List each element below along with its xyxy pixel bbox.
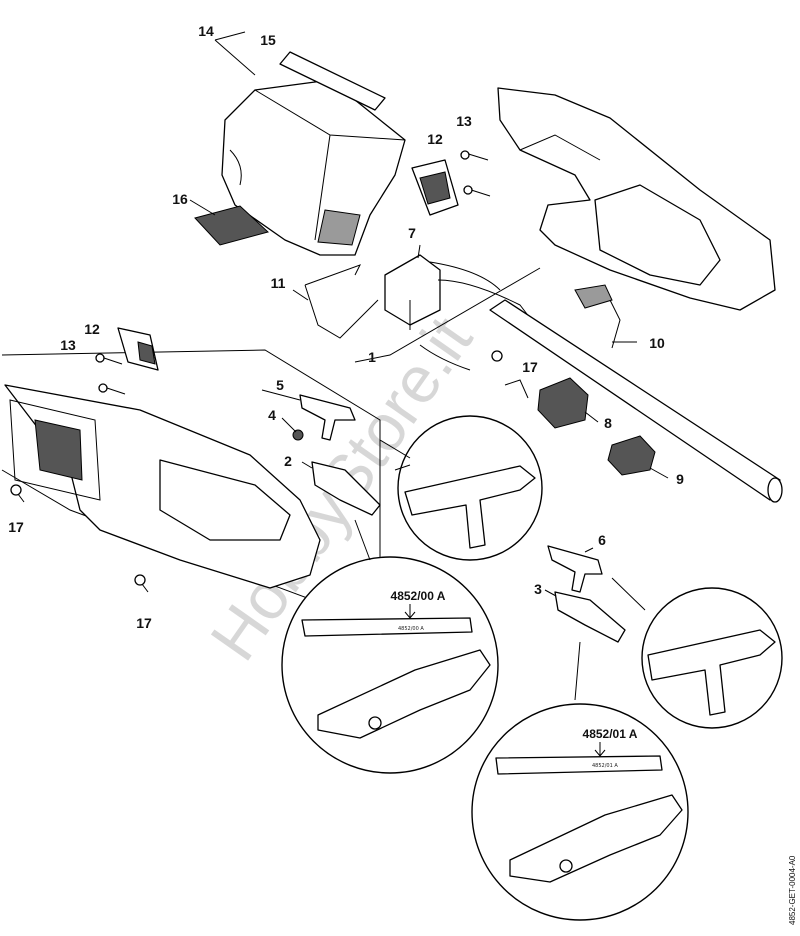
- springs-part-13-top: [460, 150, 491, 197]
- callout-17-bottom: 17: [136, 615, 152, 631]
- switch-part-9: [607, 435, 656, 476]
- callout-3: 3: [534, 581, 542, 597]
- callout-1: 1: [368, 349, 376, 365]
- callout-13-left: 13: [60, 337, 76, 353]
- callout-7: 7: [408, 225, 416, 241]
- switch-part-12-top: [411, 159, 459, 216]
- wire-bracket-part-11: [304, 264, 379, 339]
- top-cover-part-14: [221, 79, 406, 256]
- zoom-left-part-code: 4852/00 A: [391, 589, 446, 603]
- callout-13-top: 13: [456, 113, 472, 129]
- callout-9: 9: [676, 471, 684, 487]
- callout-14: 14: [198, 23, 214, 39]
- callout-17-top: 17: [522, 359, 538, 375]
- pin-part-17-top: [491, 350, 503, 362]
- callout-12-top: 12: [427, 131, 443, 147]
- shaft-tube: [419, 299, 783, 503]
- switch-part-12-left: [117, 327, 159, 371]
- document-reference: 4852-GET-0004-A0: [788, 855, 797, 925]
- callout-4: 4: [268, 407, 276, 423]
- detail-circle-trigger-3: [471, 641, 689, 921]
- screw-part-17-left: [10, 484, 25, 503]
- zoom-right-part-code: 4852/01 A: [583, 727, 638, 741]
- springs-part-13-left: [95, 353, 126, 395]
- callout-2: 2: [284, 453, 292, 469]
- callout-8: 8: [604, 415, 612, 431]
- leader-lines: [189, 31, 669, 597]
- zoom-left-label-text: 4852/00 A: [398, 626, 424, 632]
- sticker-part-16: [194, 205, 270, 246]
- callout-10: 10: [649, 335, 665, 351]
- detail-circle-lever-6: [611, 577, 783, 729]
- callout-17-left: 17: [8, 519, 24, 535]
- screw-part-17-bottom: [134, 574, 149, 593]
- callout-11: 11: [271, 275, 286, 291]
- switch-unit-part-8: [504, 377, 589, 429]
- zoom-right-label-text: 4852/01 A: [592, 763, 618, 769]
- detail-circle-trigger-2: [281, 519, 499, 774]
- wiring-harness-part-7: [384, 254, 531, 330]
- label-strip-part-15: [279, 51, 386, 111]
- callout-5: 5: [276, 377, 284, 393]
- lever-part-6: [547, 545, 603, 593]
- callout-6: 6: [598, 532, 606, 548]
- main-housing-part-1: [1, 349, 381, 626]
- callout-16: 16: [172, 191, 188, 207]
- lever-part-5: [299, 394, 356, 441]
- front-handle-part-10: [497, 87, 776, 349]
- trigger-part-2: [311, 461, 381, 516]
- callout-15: 15: [260, 32, 276, 48]
- trigger-part-3: [554, 591, 626, 643]
- nut-part-4: [292, 429, 304, 441]
- detail-circle-lever-5: [379, 415, 543, 561]
- callout-12-left: 12: [84, 321, 100, 337]
